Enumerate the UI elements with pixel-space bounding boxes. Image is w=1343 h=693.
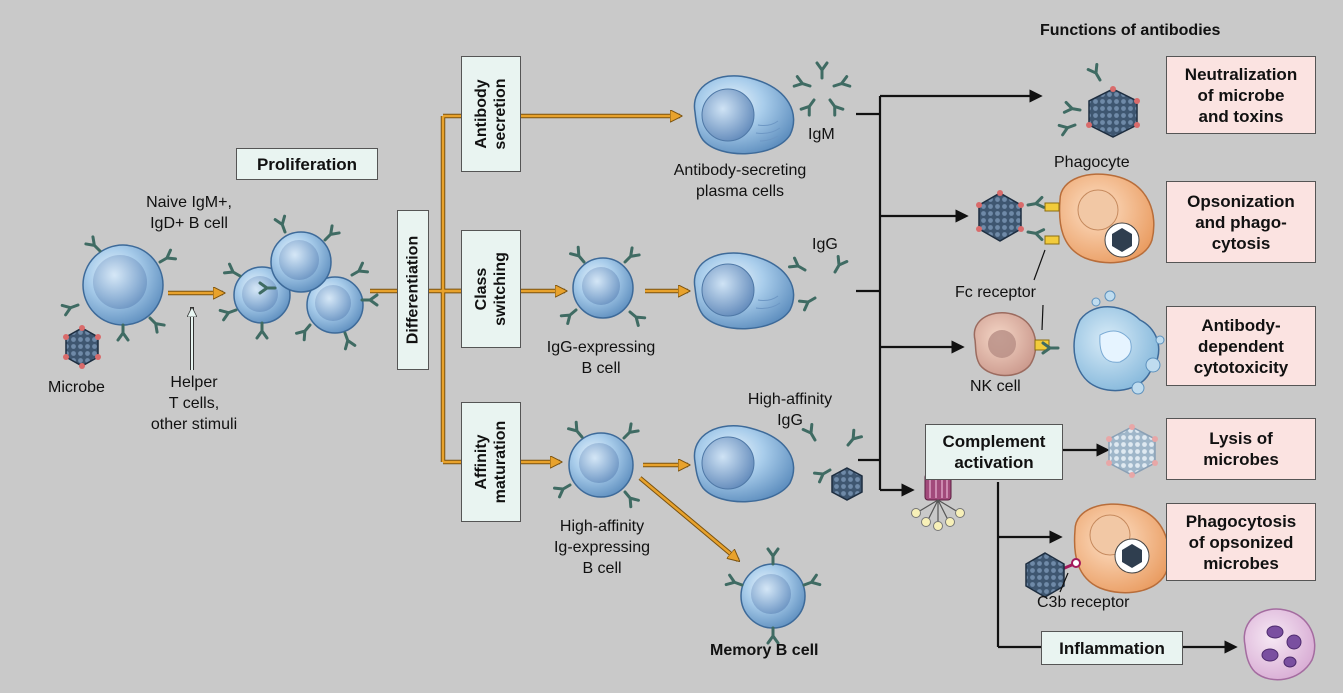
phagocyte-label: Phagocyte	[1054, 154, 1130, 171]
antibody-secretion-box: Antibody secretion	[461, 56, 521, 172]
plasma-cells-label: Antibody-secreting plasma cells	[673, 162, 807, 200]
adcc-box: Antibody- dependent cytotoxicity	[1166, 306, 1316, 386]
c3b-opsonized-microbe	[1025, 552, 1065, 598]
neutrophil	[1243, 608, 1316, 681]
high-affinity-b-cell	[553, 420, 640, 509]
nk-cell-shape	[973, 312, 1050, 377]
microbe-particle	[63, 325, 101, 369]
phagocyte-c3b	[1059, 503, 1170, 594]
helper-t-cells-label: Helper T cells, other stimuli	[150, 374, 238, 433]
phagocytosis-opsonized-box: Phagocytosis of opsonized microbes	[1166, 503, 1316, 581]
functions-title: Functions of antibodies	[1040, 22, 1221, 39]
naive-b-cell-label: Naive IgM+, IgD+ B cell	[146, 194, 232, 232]
class-switching-label: Class switching	[473, 252, 509, 326]
target-cell	[1041, 290, 1165, 395]
differentiation-label: Differentiation	[404, 235, 422, 345]
fc-receptor-label: Fc receptor	[955, 284, 1036, 301]
naive-b-cell	[60, 235, 177, 342]
igg-antibodies	[788, 255, 849, 312]
igm-label: IgM	[808, 126, 835, 143]
plasma-cell-igg	[693, 252, 795, 330]
complement-activation-box: Complement activation	[925, 424, 1063, 480]
affinity-maturation-box: Affinity maturation	[461, 402, 521, 522]
plasma-cell-igm	[693, 75, 795, 155]
neutralized-microbe	[1057, 63, 1140, 138]
opsonized-microbe	[976, 190, 1060, 245]
c3b-receptor-label: C3b receptor	[1037, 594, 1130, 611]
proliferating-b-cells	[218, 214, 379, 351]
complement-complex	[911, 473, 965, 531]
proliferation-box: Proliferation	[236, 148, 378, 180]
lysed-microbe	[1106, 424, 1158, 478]
function-arrows	[856, 89, 1238, 654]
high-affinity-b-cell-label: High-affinity Ig-expressing B cell	[553, 518, 651, 577]
lysis-box: Lysis of microbes	[1166, 418, 1316, 480]
igg-expressing-b-cell-label: IgG-expressing B cell	[546, 339, 656, 377]
plasma-cell-high-affinity	[693, 425, 795, 503]
phagocyte-cell	[1058, 173, 1155, 264]
affinity-maturation-label: Affinity maturation	[473, 420, 509, 504]
high-affinity-igg-label: High-affinity IgG	[747, 391, 833, 429]
opsonization-box: Opsonization and phago- cytosis	[1166, 181, 1316, 263]
nk-cell-label: NK cell	[970, 378, 1021, 395]
memory-b-cell-label: Memory B cell	[710, 642, 819, 659]
class-switching-box: Class switching	[461, 230, 521, 348]
differentiation-box: Differentiation	[397, 210, 429, 370]
igg-expressing-b-cell	[559, 245, 647, 327]
igm-pentamer	[792, 61, 852, 117]
memory-b-cell	[724, 547, 822, 645]
antibody-secretion-label: Antibody secretion	[473, 78, 509, 150]
neutralization-box: Neutralization of microbe and toxins	[1166, 56, 1316, 134]
igg-label: IgG	[812, 236, 838, 253]
microbe-label: Microbe	[48, 379, 105, 396]
high-affinity-igg-bound	[801, 423, 863, 501]
inflammation-box: Inflammation	[1041, 631, 1183, 665]
leader-lines	[1033, 249, 1069, 593]
